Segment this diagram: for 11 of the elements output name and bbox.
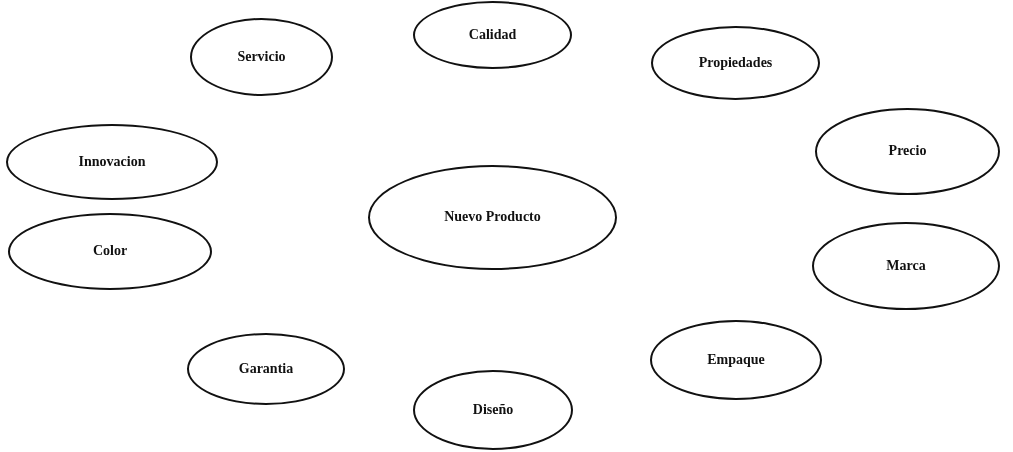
node-label: Calidad: [468, 25, 517, 44]
node-label: Marca: [886, 256, 926, 275]
node-label: Propiedades: [698, 53, 773, 72]
node-label: Empaque: [707, 350, 765, 369]
node-label: Color: [92, 242, 128, 261]
node-label: Innovacion: [78, 152, 146, 171]
node-label: Garantia: [238, 359, 294, 378]
node-label: Nuevo Producto: [444, 208, 541, 227]
node-label: Diseño: [472, 400, 514, 419]
node-label: Precio: [888, 142, 927, 161]
node-label: Servicio: [237, 47, 286, 66]
